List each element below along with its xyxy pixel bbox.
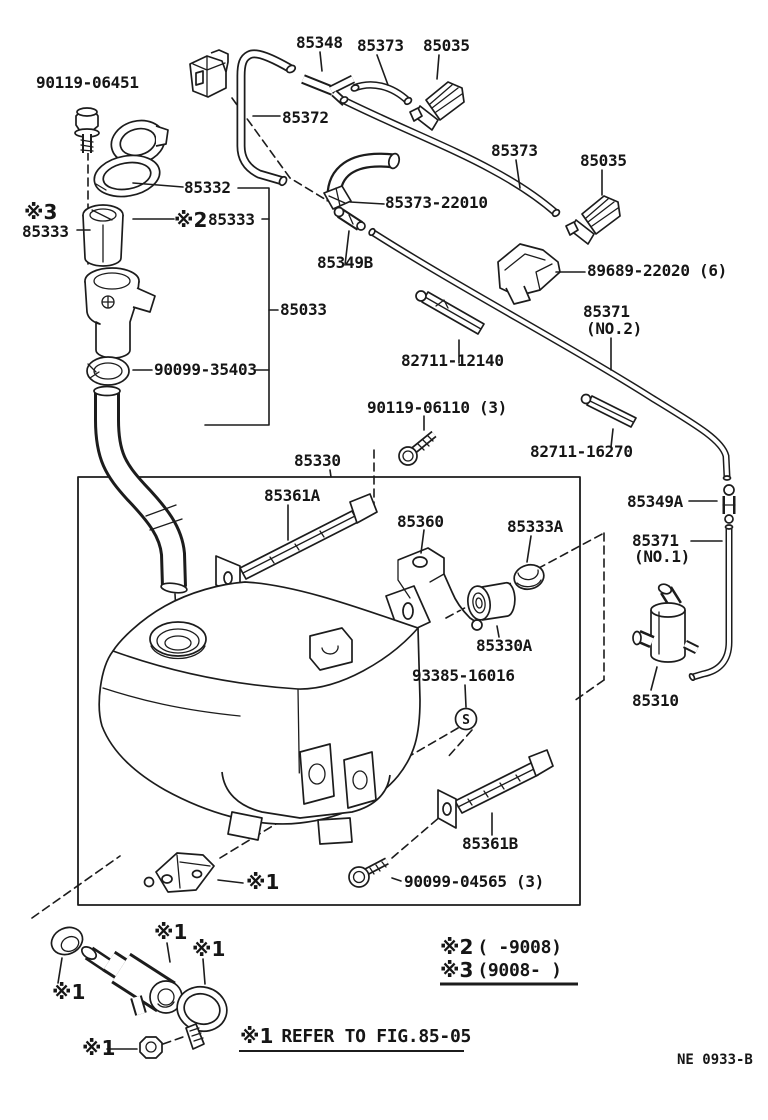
- bolt-90099-04565: [348, 861, 387, 888]
- cup-85333: [82, 204, 124, 267]
- label-85035-left: 85035: [423, 36, 470, 55]
- footnote-ref2: ※2( -9008): [440, 935, 562, 959]
- label-85373-top: 85373: [357, 36, 404, 55]
- joint-85349B: [333, 206, 366, 231]
- hose-85373-rear: [339, 96, 561, 218]
- label-85330A: 85330A: [476, 636, 533, 655]
- label-90119-06110: 90119-06110 (3): [367, 398, 507, 417]
- grommet-85333A: [513, 563, 545, 591]
- label-85348: 85348: [296, 33, 343, 52]
- screw-symbol: S: [454, 707, 478, 731]
- nozzle-85035-left: [409, 81, 465, 131]
- pump-85310: [633, 583, 697, 663]
- label-ref3-mark: ※3: [24, 200, 57, 224]
- label-85371-no1: 85371: [632, 531, 679, 550]
- bushing-85330A: [467, 581, 516, 621]
- label-ref2-mark: ※2: [174, 208, 207, 232]
- screw-symbol-letter: S: [462, 713, 470, 728]
- clamp-90099-35403: [86, 356, 130, 386]
- label-85333-left: 85333: [22, 222, 69, 241]
- clip-bracket: [189, 49, 229, 98]
- hose-85372: [241, 54, 297, 187]
- bolt-90119-06451: [74, 107, 100, 153]
- label-85330: 85330: [294, 451, 341, 470]
- label-90119-06451: 90119-06451: [36, 73, 139, 92]
- label-85371-no2: 85371: [583, 302, 630, 321]
- bracket-85361B: [437, 749, 554, 829]
- label-85361B: 85361B: [462, 834, 519, 853]
- pump-motor-detail: [80, 944, 182, 1014]
- label-ref1-nut: ※1: [82, 1036, 115, 1060]
- washer-tank: [98, 581, 421, 845]
- label-85035-right: 85035: [580, 151, 627, 170]
- hose-85373-22010: [323, 152, 401, 210]
- bracket-ref1: [143, 852, 215, 893]
- bracket-82711-16270: [580, 393, 637, 428]
- label-85333-right: 85333: [208, 210, 255, 229]
- label-89689-22020: 89689-22020 (6): [587, 261, 727, 280]
- label-85371-no1-suffix: (NO.1): [634, 547, 690, 566]
- clamp-ring-detail: [176, 985, 228, 1050]
- joint-85349A: [722, 484, 736, 524]
- label-85372: 85372: [282, 108, 329, 127]
- pump-detail-group: [50, 926, 228, 1059]
- label-ref1-pump: ※1: [154, 920, 187, 944]
- hose-85371-no2: [368, 227, 732, 481]
- cap-85332: [93, 119, 169, 198]
- label-ref1-bracket: ※1: [246, 870, 279, 894]
- clamp-89689-22020: [497, 243, 561, 305]
- label-82711-16270: 82711-16270: [530, 442, 633, 461]
- hose-85371-no1: [688, 525, 734, 682]
- label-85361A: 85361A: [264, 486, 321, 505]
- bracket-85361A: [215, 493, 378, 597]
- sheet-code: NE 0933-B: [677, 1052, 753, 1068]
- filler-tube: [93, 387, 188, 595]
- label-85310: 85310: [632, 691, 679, 710]
- label-85349A: 85349A: [627, 492, 684, 511]
- leader-lines: [57, 51, 723, 1050]
- footnote-ref3: ※3(9008- ): [440, 958, 562, 982]
- funnel-85033: [84, 267, 156, 359]
- assembly-box-85330: [77, 476, 581, 906]
- hose-85373-front: [350, 84, 413, 106]
- label-93385-16016: 93385-16016: [412, 666, 515, 685]
- bracket-82711-12140: [415, 290, 485, 335]
- label-85371-no2-suffix: (NO.2): [586, 319, 642, 338]
- label-ref1-clamp: ※1: [192, 937, 225, 961]
- label-85033: 85033: [280, 300, 327, 319]
- label-85333A: 85333A: [507, 517, 564, 536]
- grommet-detail: [50, 926, 84, 956]
- label-ref1-grommet: ※1: [52, 980, 85, 1004]
- label-90099-35403: 90099-35403: [154, 360, 257, 379]
- label-82711-12140: 82711-12140: [401, 351, 504, 370]
- labels: 90119-06451 85348 85373 85035 85372 8537…: [22, 33, 727, 1060]
- label-85373-rear: 85373: [491, 141, 538, 160]
- label-90099-04565: 90099-04565 (3): [404, 872, 544, 891]
- nozzle-85035-right: [565, 195, 621, 245]
- label-85332: 85332: [184, 178, 231, 197]
- label-85349B: 85349B: [317, 253, 374, 272]
- nut-detail: [139, 1036, 163, 1059]
- bolt-90119-06110: [398, 434, 434, 466]
- label-85360: 85360: [397, 512, 444, 531]
- label-85373-22010: 85373-22010: [385, 193, 488, 212]
